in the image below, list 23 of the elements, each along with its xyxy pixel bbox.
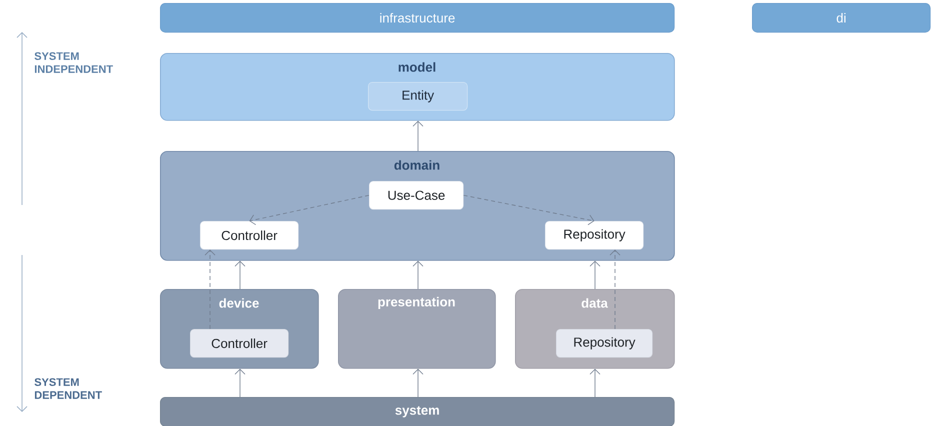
axis-label: SYSTEM INDEPENDENT <box>34 52 113 73</box>
arrow <box>249 194 370 226</box>
component-box: Controller <box>200 221 299 250</box>
component-box: Repository <box>545 221 644 250</box>
arrow <box>234 260 246 290</box>
arrow <box>590 368 600 398</box>
arrow <box>412 260 424 290</box>
arrow <box>463 194 594 226</box>
component-box: Entity <box>368 82 468 111</box>
layer-bar: infrastructure <box>160 3 675 33</box>
component-box: Controller <box>190 329 289 358</box>
arrow <box>412 120 424 152</box>
arrow <box>610 250 620 330</box>
layer-box: presentation <box>338 289 496 369</box>
arrow <box>204 250 216 330</box>
layer-bar: di <box>752 3 931 33</box>
component-box: Use-Case <box>369 181 464 210</box>
axis-label: SYSTEM DEPENDENT <box>34 378 102 399</box>
arrow <box>412 368 424 398</box>
component-box: Repository <box>556 329 653 358</box>
arrow <box>234 368 246 398</box>
arrow <box>590 260 600 290</box>
layer-bar: system <box>160 397 675 426</box>
